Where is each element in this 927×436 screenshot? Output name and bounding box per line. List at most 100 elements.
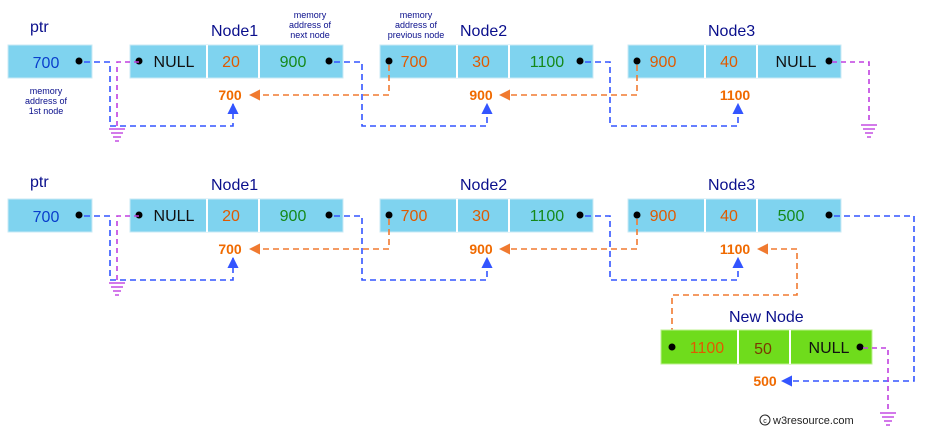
bottom-node1-data: 20 [222,208,240,225]
new-node-null-next-link [863,347,889,412]
top-node2-label: Node2 [460,23,507,40]
top-node3-next: NULL [776,54,817,71]
top-node3-prev: 900 [650,54,677,71]
pointer-dot-icon [75,57,83,65]
bottom-node2-prev: 700 [401,208,428,225]
pointer-dot-icon [633,211,641,219]
top-ptr-value: 700 [33,55,60,72]
bottom-diagram: ptr Node1 Node2 Node3 700 NULL 20 900 [7,174,915,426]
bottom-node1-label: Node1 [211,177,258,194]
bottom-ptr-link [84,215,239,281]
ptr-note-line2: address of [25,96,68,106]
prev-note-line1: memory [400,10,433,20]
pointer-dot-icon [633,57,641,65]
bottom-node2-data: 30 [472,208,490,225]
pointer-dot-icon [825,211,833,219]
new-node-data: 50 [754,341,772,358]
new-node-address: 500 [753,373,777,389]
pointer-dot-icon [325,211,333,219]
bottom-node1: NULL 20 900 [129,198,344,233]
pointer-dot-icon [668,343,676,351]
pointer-dot-icon [75,211,83,219]
bottom-null-prev-link [116,215,139,282]
top-node2-data: 30 [472,54,490,71]
bottom-node2-next-link [585,215,744,281]
pointer-dot-icon [385,211,393,219]
prev-note-line2: address of [395,20,438,30]
top-node2-next-link [585,61,744,127]
pointer-dot-icon [856,343,864,351]
bottom-node3-prev-link [498,219,638,255]
bottom-node2-next: 1100 [530,208,565,225]
svg-text:c: c [763,418,767,425]
bottom-address-700: 700 [218,241,242,257]
prev-note-line3: previous node [388,30,445,40]
top-node1-prev: NULL [154,54,195,71]
top-diagram: ptr Node1 Node2 Node3 memory address of … [7,10,877,142]
ptr-note-line1: memory [30,86,63,96]
bottom-node3-next: 500 [778,208,805,225]
top-node3-data: 40 [720,54,738,71]
bottom-node2-label: Node2 [460,177,507,194]
top-node3-label: Node3 [708,23,755,40]
ground-icon [109,128,125,142]
bottom-ptr-box: 700 [7,198,93,233]
watermark-text: w3resource.com [772,415,854,427]
top-node1: NULL 20 900 [129,44,344,79]
top-node2-next: 1100 [530,54,565,71]
top-node1-data: 20 [222,54,240,71]
pointer-dot-icon [825,57,833,65]
top-node1-next: 900 [280,54,307,71]
top-node3-prev-link [498,65,638,101]
ptr-note-line3: 1st node [29,106,64,116]
top-null-prev-link [116,61,139,128]
new-node-prev-link [671,243,798,344]
bottom-node2: 700 30 1100 [379,198,594,233]
next-note-line1: memory [294,10,327,20]
top-node1-label: Node1 [211,23,258,40]
top-address-700: 700 [218,87,242,103]
top-address-900: 900 [469,87,493,103]
top-node2-prev-link [248,65,390,101]
bottom-node3-label: Node3 [708,177,755,194]
new-node-label: New Node [729,309,804,326]
copyright-icon [759,414,771,426]
top-node2: 700 30 1100 [379,44,594,79]
pointer-dot-icon [385,57,393,65]
pointer-dot-icon [576,57,584,65]
pointer-dot-icon [135,57,143,65]
new-node-prev: 1100 [690,340,725,357]
top-node1-next-link [334,61,493,127]
top-node3: 900 40 NULL [627,44,842,79]
top-node2-prev: 700 [401,54,428,71]
bottom-address-900: 900 [469,241,493,257]
bottom-ptr-value: 700 [33,209,60,226]
bottom-node3: 900 40 500 [627,198,842,233]
bottom-node1-next-link [334,215,493,281]
bottom-node3-data: 40 [720,208,738,225]
bottom-ptr-label: ptr [30,174,49,191]
bottom-node3-prev: 900 [650,208,677,225]
bottom-node1-prev: NULL [154,208,195,225]
ground-icon [880,412,896,426]
ground-icon [861,124,877,138]
next-note-line2: address of [289,20,332,30]
watermark: c w3resource.com [759,414,854,427]
ground-icon [109,282,125,296]
bottom-node3-next-link [780,215,915,387]
pointer-dot-icon [325,57,333,65]
new-node-next: NULL [809,340,850,357]
pointer-dot-icon [135,211,143,219]
new-node: 1100 50 NULL [660,329,873,365]
top-ptr-link [84,61,239,127]
bottom-address-1100: 1100 [720,241,751,257]
top-address-1100: 1100 [720,87,751,103]
bottom-node1-next: 900 [280,208,307,225]
top-ptr-box: 700 [7,44,93,79]
top-null-next-link [832,61,870,124]
pointer-dot-icon [576,211,584,219]
next-note-line3: next node [290,30,330,40]
top-ptr-label: ptr [30,19,49,36]
bottom-node2-prev-link [248,219,390,255]
